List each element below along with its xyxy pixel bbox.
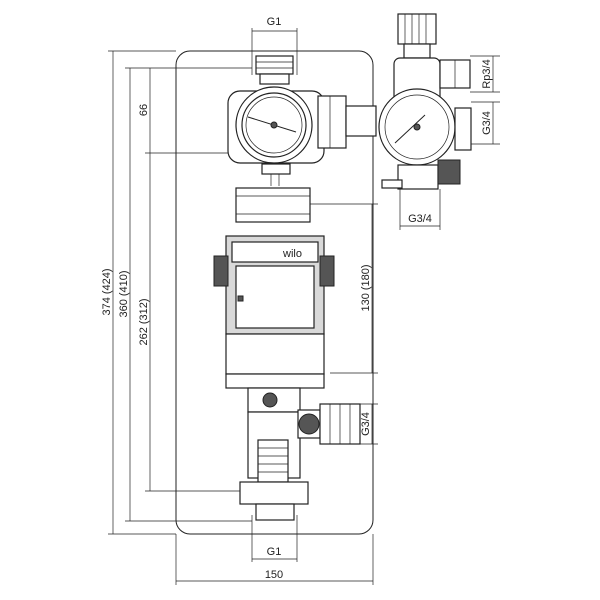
left-dimensions: [108, 50, 252, 535]
safety-group: [378, 13, 500, 230]
pump-height-label: 130 (180): [360, 264, 372, 311]
top-connector: [255, 55, 294, 85]
pump: wilo: [213, 235, 335, 389]
height-66-label: 66: [138, 104, 150, 116]
pump-brand-label: wilo: [282, 248, 302, 260]
height-374-label: 374 (424): [101, 268, 113, 315]
top-g1-dimension: [251, 28, 298, 75]
height-360-label: 360 (410): [118, 270, 130, 317]
bottom-g1-label: G1: [267, 546, 282, 558]
top-g1-label: G1: [267, 16, 282, 28]
side-rp-label: Rp3/4: [481, 59, 493, 88]
width-label: 150: [265, 569, 283, 581]
lower-valve: [239, 387, 309, 521]
pump-height-dimension: [310, 203, 378, 374]
right-bottom-g34-label: G3/4: [408, 213, 432, 225]
side-g-upper-label: G3/4: [481, 111, 493, 135]
side-g-lower-label: G3/4: [360, 412, 372, 436]
bottom-g1-dimension: [251, 515, 298, 562]
mounting-plate: [175, 50, 374, 535]
width-dimension: [175, 534, 374, 585]
main-pressure-gauge: [227, 86, 377, 186]
upper-coupling: [235, 187, 311, 223]
lower-side-connector: [297, 403, 378, 445]
height-262-label: 262 (312): [138, 298, 150, 345]
